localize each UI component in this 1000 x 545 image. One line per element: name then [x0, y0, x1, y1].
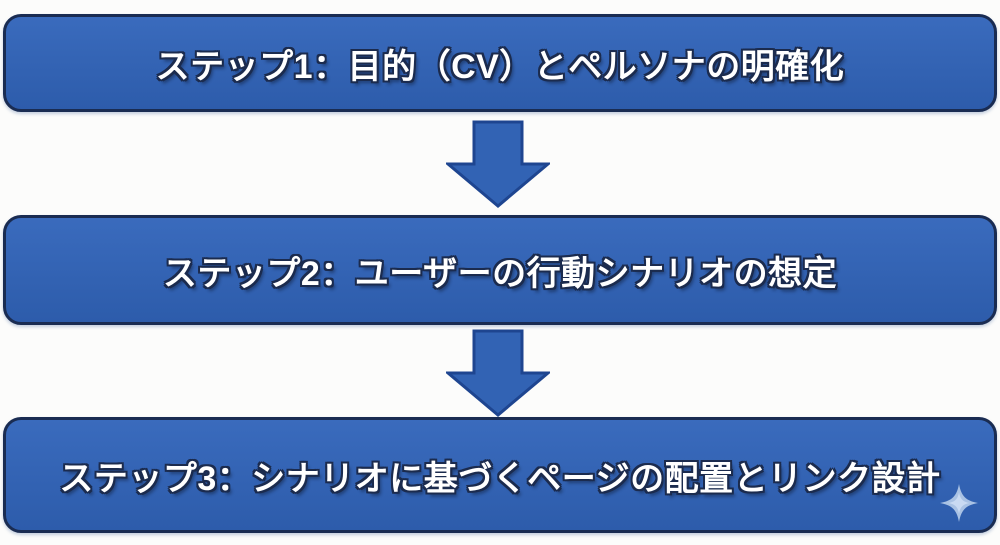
down-arrow-icon	[446, 120, 550, 208]
step-3-label: ステップ3：シナリオに基づくページの配置とリンク設計	[59, 459, 941, 498]
down-arrow-icon	[446, 329, 550, 417]
step-1-box: ステップ1：目的（CV）とペルソナの明確化	[3, 14, 997, 112]
step-3-box: ステップ3：シナリオに基づくページの配置とリンク設計	[3, 417, 997, 533]
step-2-label: ステップ2：ユーザーの行動シナリオの想定	[162, 254, 838, 293]
step-2-box: ステップ2：ユーザーの行動シナリオの想定	[3, 215, 997, 325]
sparkle-icon	[940, 484, 978, 522]
step-1-label: ステップ1：目的（CV）とペルソナの明確化	[155, 47, 845, 86]
